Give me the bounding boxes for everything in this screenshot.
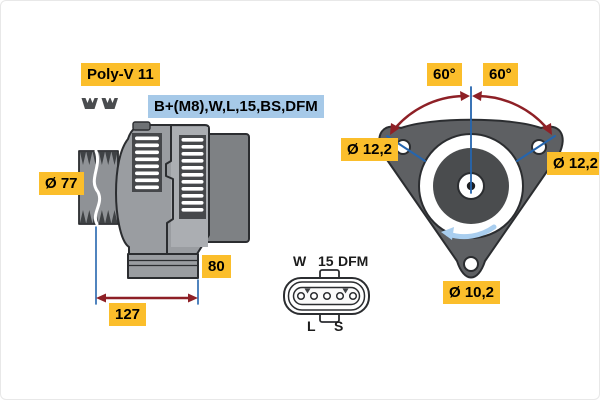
pin <box>322 291 332 301</box>
hole-bottom-diameter-label: Ø 10,2 <box>443 281 501 304</box>
pin <box>348 291 358 301</box>
polarization-key <box>304 288 311 294</box>
vent-fins-left <box>132 133 162 192</box>
hole-right-diameter-label: Ø 12,2 <box>547 152 599 175</box>
pulley-diameter-label: Ø 77 <box>39 172 84 195</box>
pin-label-s: S <box>334 318 344 334</box>
terminals-label: B+(M8),W,L,15,BS,DFM <box>148 95 324 118</box>
belt-profile-icon <box>81 98 118 109</box>
alternator-side-view <box>78 98 250 305</box>
mounting-length-label: 127 <box>109 303 147 326</box>
body-width-label: 80 <box>202 255 231 278</box>
pulley-ribs-top <box>80 152 118 165</box>
rotation-arrow-icon <box>441 224 497 240</box>
top-lug <box>132 121 151 131</box>
angle-arc-right <box>472 91 552 135</box>
angle-left-label: 60° <box>427 63 462 86</box>
pin <box>335 291 345 301</box>
dimension-127 <box>95 226 199 305</box>
hole-left-diameter-label: Ø 12,2 <box>341 138 399 161</box>
angle-right-label: 60° <box>483 63 518 86</box>
pin <box>309 291 319 301</box>
pin-label-l: L <box>307 318 316 334</box>
mounting-hole-bottom <box>463 256 479 272</box>
housing-split-line <box>165 125 174 254</box>
hole-axis-right <box>516 135 556 162</box>
vent-fins-right <box>179 135 206 219</box>
pulley-ribs-bottom <box>80 210 118 223</box>
pin-label-15: 15 <box>318 253 334 269</box>
pin-label-w: W <box>293 253 307 269</box>
break-line <box>92 149 102 226</box>
angle-arc-left <box>390 91 470 135</box>
polarization-key <box>342 288 349 294</box>
alternator-front-view <box>378 86 564 279</box>
pin <box>296 291 306 301</box>
pin-label-dfm: DFM <box>338 253 369 269</box>
connector-pinout <box>283 269 370 323</box>
mounting-foot <box>127 253 199 279</box>
belt-type-label: Poly-V 11 <box>81 63 160 86</box>
